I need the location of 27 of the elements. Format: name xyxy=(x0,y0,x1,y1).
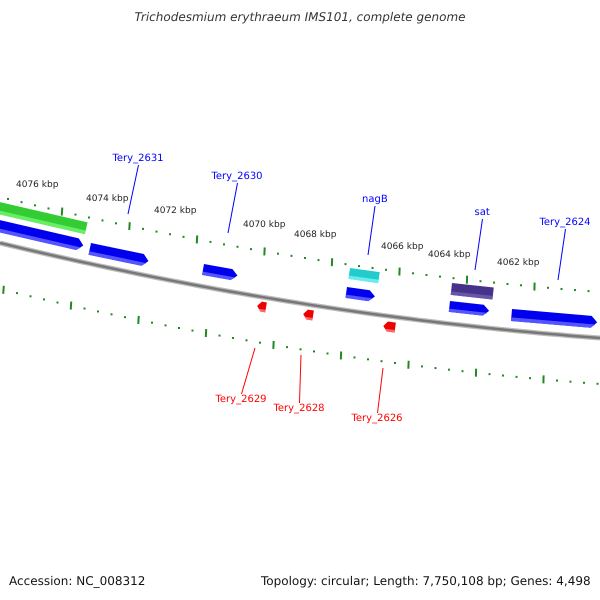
leader-line xyxy=(474,218,483,270)
gene-label: Tery_2630 xyxy=(212,172,263,182)
scale-label: 4068 kbp xyxy=(294,231,336,240)
gene-label: nagB xyxy=(362,195,388,205)
leader-line xyxy=(299,354,302,404)
leader-line xyxy=(228,182,238,234)
scale-label: 4070 kbp xyxy=(243,221,286,230)
leader-line xyxy=(558,228,566,280)
gene-label: Tery_2626 xyxy=(352,414,403,424)
accession-text: Accession: NC_008312 xyxy=(9,575,146,587)
gene-label: Tery_2628 xyxy=(274,404,325,414)
leader-line xyxy=(241,348,256,394)
genome-info-text: Topology: circular; Length: 7,750,108 bp; Genes: 4,498 xyxy=(261,575,591,587)
scale-label: 4074 kbp xyxy=(86,195,128,204)
gene-label: sat xyxy=(474,208,490,218)
scale-label: 4062 kbp xyxy=(497,259,540,268)
gene-label: Tery_2631 xyxy=(112,154,164,164)
scale-label: 4076 kbp xyxy=(16,181,58,190)
scale-label: 4064 kbp xyxy=(428,251,470,260)
leader-line xyxy=(377,368,384,414)
title: Trichodesmium erythraeum IMS101, complete genome xyxy=(133,11,467,23)
gene-label: Tery_2629 xyxy=(216,395,267,405)
leader-line xyxy=(128,164,139,214)
leader-line xyxy=(368,206,376,256)
scale-label: 4072 kbp xyxy=(154,207,196,216)
gene-label: Tery_2624 xyxy=(540,218,591,228)
scale-label: 4066 kbp xyxy=(381,243,424,252)
